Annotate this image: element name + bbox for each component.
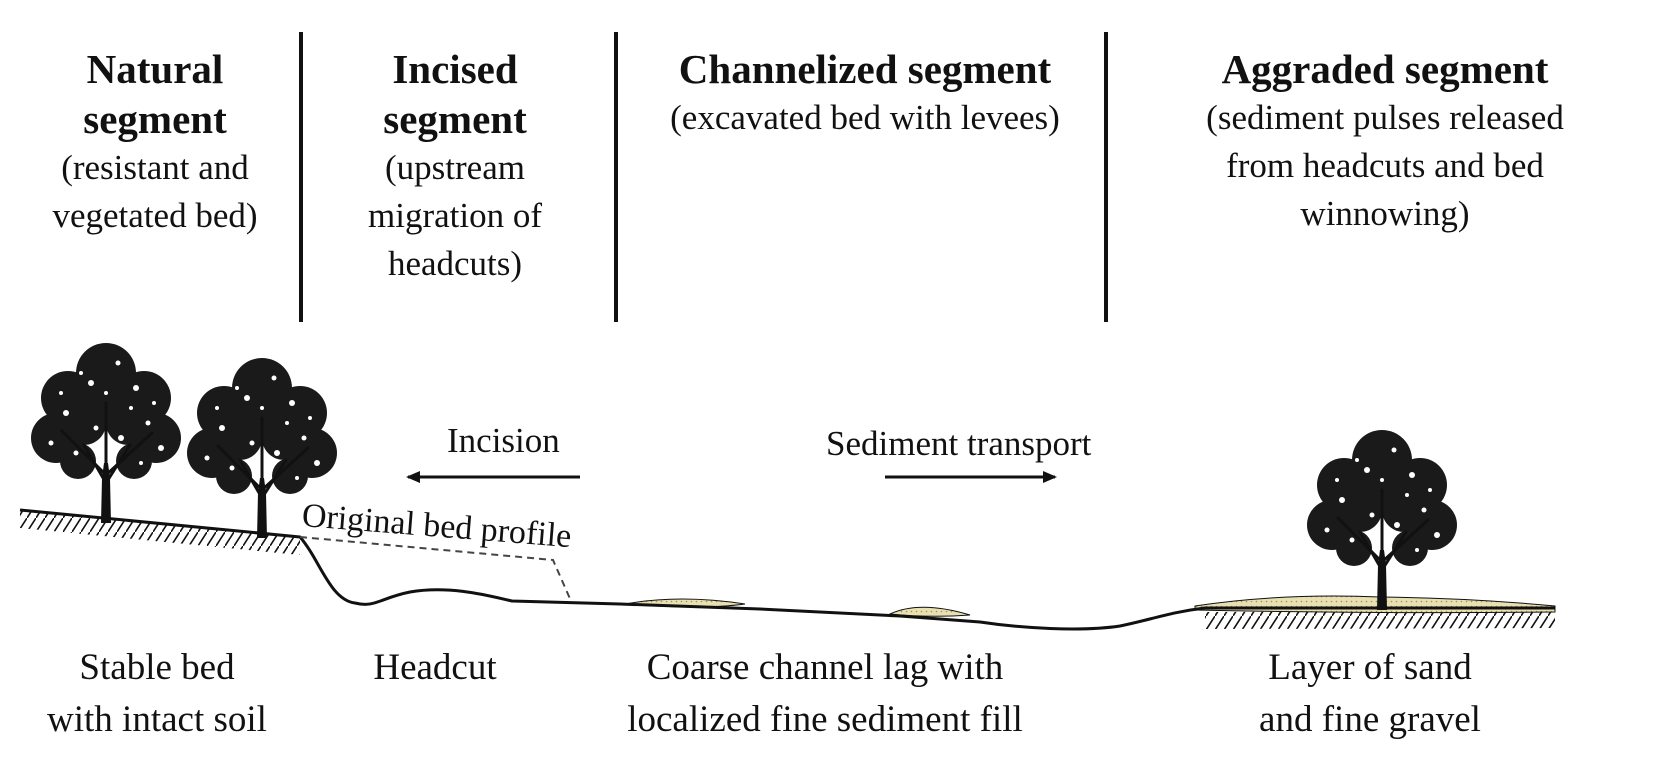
segment-title: Aggraded segment [1221,46,1549,92]
segment-desc: migration of [368,196,542,235]
segment-header-aggraded: Aggraded segment (sediment pulses releas… [1120,44,1650,238]
label-line: Coarse channel lag with [646,647,1004,688]
segment-header-incised: Incised segment (upstream migration of h… [330,44,580,288]
segment-title: Channelized segment [678,46,1052,92]
bottom-label-stable-bed: Stable bed with intact soil [22,642,292,746]
segment-divider [614,32,618,322]
segment-desc: from headcuts and bed [1226,146,1544,185]
segment-title: segment [383,96,527,142]
tree-icon [29,341,183,525]
segment-desc: vegetated bed) [52,196,258,235]
segment-desc: (excavated bed with levees) [670,98,1060,137]
segment-divider [1104,32,1108,322]
segment-desc: (sediment pulses released [1206,98,1564,137]
bottom-label-sand-layer: Layer of sand and fine gravel [1220,642,1520,746]
label-line: with intact soil [47,699,267,740]
segment-desc: winnowing) [1300,194,1470,233]
tree-icon [1305,428,1459,612]
segment-desc: (upstream [385,148,525,187]
segment-header-natural: Natural segment (resistant and vegetated… [30,44,280,240]
bottom-label-headcut: Headcut [340,642,530,694]
segment-title: segment [83,96,227,142]
label-line: localized fine sediment fill [627,699,1023,740]
bottom-label-channel-lag: Coarse channel lag with localized fine s… [575,642,1075,746]
segment-divider [299,32,303,322]
segment-desc: (resistant and [61,148,249,187]
segment-header-channelized: Channelized segment (excavated bed with … [625,44,1105,142]
sediment-transport-label: Sediment transport [826,424,1092,463]
segment-title: Natural [86,46,224,92]
incision-label: Incision [447,421,560,460]
label-line: Headcut [373,647,497,688]
segment-title: Incised [392,46,518,92]
label-line: and fine gravel [1259,699,1481,740]
segment-desc: headcuts) [387,244,523,283]
label-line: Layer of sand [1268,647,1472,688]
label-line: Stable bed [79,647,235,688]
